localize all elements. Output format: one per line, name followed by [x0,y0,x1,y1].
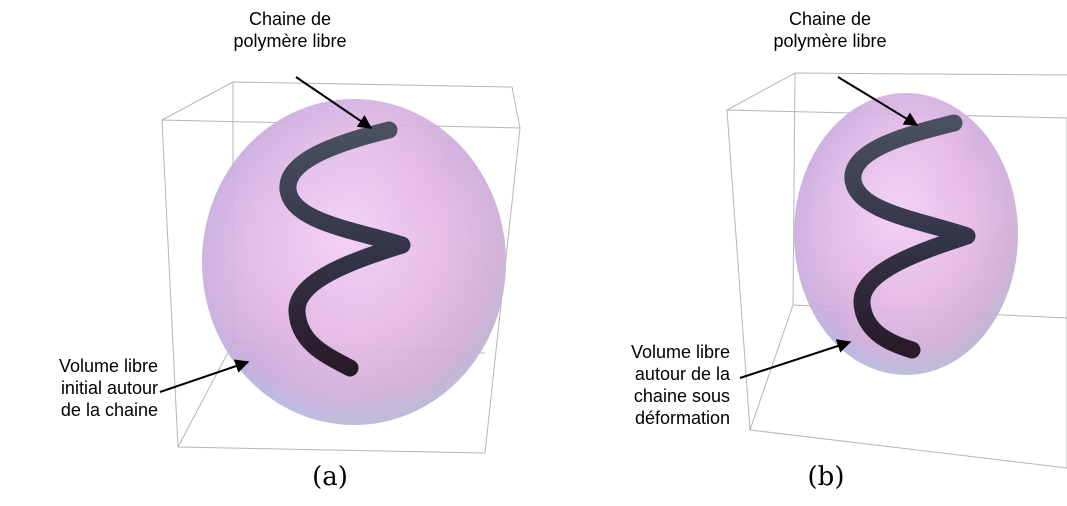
volume-label-b-line1: Volume libre [630,342,730,362]
volume-label-b: Volume libre autour de la chaine sous dé… [560,341,730,429]
panel-b [726,72,1067,469]
panel-a [159,76,521,454]
volume-label-a-line1: Volume libre [58,356,158,376]
volume-label-b-line3: chaine sous [633,386,730,406]
chain-label-b: Chaine de polymère libre [730,8,930,52]
volume-arrow-b [739,339,852,379]
chain-label-a-line2: polymère libre [233,31,347,51]
caption-b: (b) [807,462,845,492]
chain-label-b-line2: polymère libre [773,31,887,51]
volume-label-b-line4: déformation [634,408,730,428]
chain-arrow-a [295,76,373,129]
volume-label-a-line3: de la chaine [60,400,158,420]
polymer-chain-b [844,114,976,359]
chain-label-b-line1: Chaine de [788,9,872,29]
volume-label-b-line2: autour de la [634,364,730,384]
volume-label-a-line2: initial autour [60,378,158,398]
polymer-chain-a [279,121,411,377]
chain-arrow-b [837,76,919,126]
chain-label-a: Chaine de polymère libre [190,8,390,52]
volume-label-a: Volume libre initial autour de la chaine [0,355,158,421]
caption-a: (a) [312,462,348,492]
chain-label-a-line1: Chaine de [248,9,332,29]
volume-arrow-a [159,359,250,393]
